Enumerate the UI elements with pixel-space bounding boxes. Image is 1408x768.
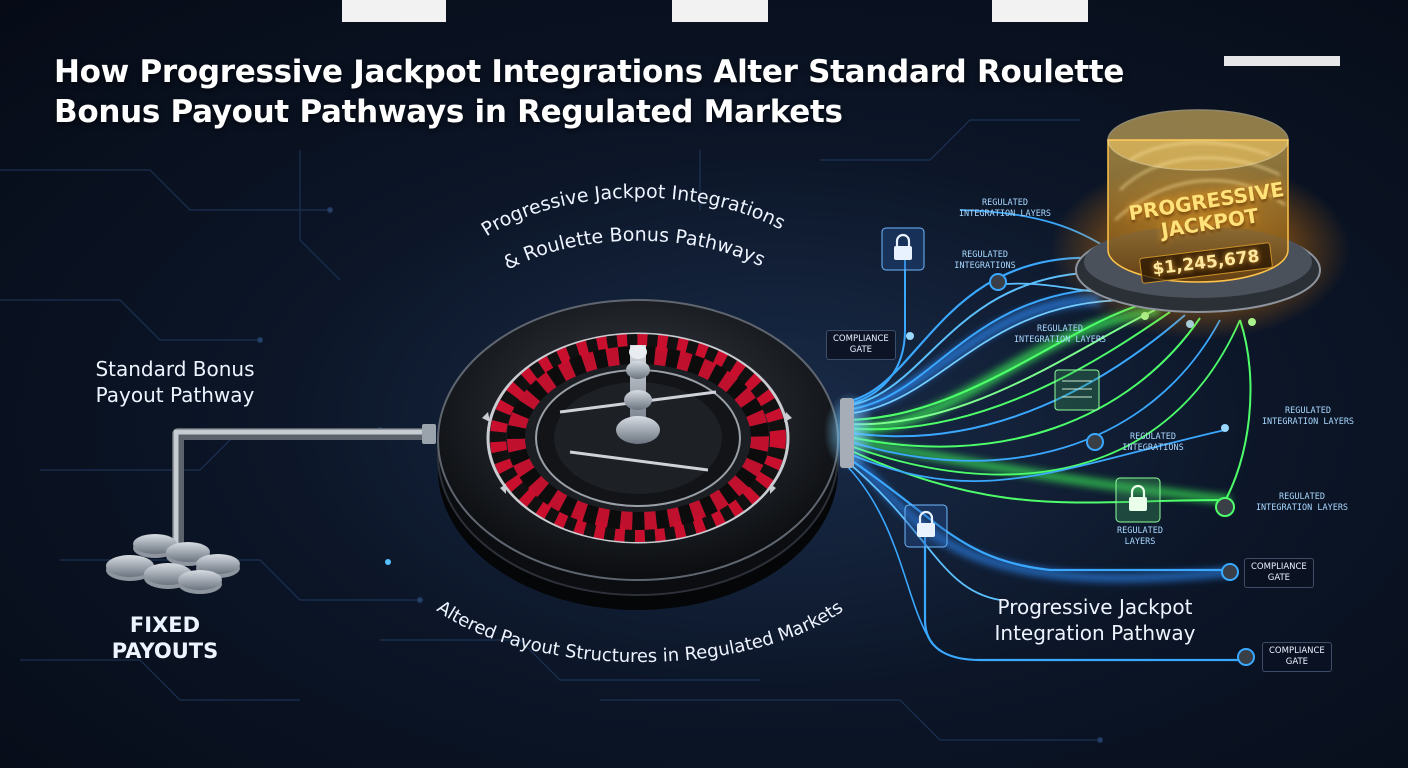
coin-icon <box>106 534 240 594</box>
glow-dot <box>385 559 391 565</box>
ceiling-lights <box>342 0 1340 66</box>
lock-icon <box>881 227 925 271</box>
data-panel-lines <box>1062 380 1092 398</box>
gate-line: COMPLIANCE <box>1269 646 1325 656</box>
gate-line: GATE <box>1285 657 1309 667</box>
label-line: REGULATED <box>1278 492 1326 502</box>
gate-line: GATE <box>1267 573 1291 583</box>
fixed-payouts-label: FIXED PAYOUTS <box>80 612 250 664</box>
label-line: INTEGRATION LAYERS <box>1013 335 1107 345</box>
standard-pathway-label: Standard Bonus Payout Pathway <box>60 356 290 408</box>
progressive-pathway-line-1: Progressive Jackpot <box>997 595 1193 619</box>
gate-line: COMPLIANCE <box>1251 562 1307 572</box>
standard-pathway-pipe <box>172 424 436 548</box>
compliance-gate-right-1: COMPLIANCE GATE <box>1244 558 1314 588</box>
lock-icon <box>1115 477 1161 523</box>
label-line: REGULATED <box>961 250 1009 260</box>
label-line: INTEGRATION LAYERS <box>958 209 1052 219</box>
page-title: How Progressive Jackpot Integrations Alt… <box>54 52 1204 132</box>
label-integration-layers-top: REGULATED INTEGRATION LAYERS <box>945 198 1065 220</box>
gate-line: GATE <box>849 345 873 355</box>
progressive-pathway-line-2: Integration Pathway <box>994 621 1196 645</box>
label-integration-layers-right-1: REGULATED INTEGRATION LAYERS <box>1248 406 1368 428</box>
label-integration-layers-right-2: REGULATED INTEGRATION LAYERS <box>1242 492 1362 514</box>
compliance-gate-left: COMPLIANCE GATE <box>826 330 896 360</box>
label-integration-layers-mid: REGULATED INTEGRATION LAYERS <box>995 324 1125 346</box>
label-integrations-mid: REGULATED INTEGRATIONS <box>1108 432 1198 454</box>
data-panel <box>1054 369 1100 411</box>
label-integrations-top: REGULATED INTEGRATIONS <box>935 250 1035 272</box>
label-line: REGULATED <box>1116 526 1164 536</box>
label-line: INTEGRATIONS <box>954 261 1016 271</box>
label-line: REGULATED <box>1284 406 1332 416</box>
fixed-payouts-line-1: FIXED <box>129 613 201 637</box>
label-layers-low: REGULATED LAYERS <box>1110 526 1170 548</box>
fixed-payouts-line-2: PAYOUTS <box>111 639 219 663</box>
gate-line: COMPLIANCE <box>833 334 889 344</box>
jackpot-title: PROGRESSIVE JACKPOT <box>1118 177 1298 242</box>
label-line: REGULATED <box>1129 432 1177 442</box>
roulette-wheel <box>437 299 839 610</box>
exit-connector <box>840 398 854 468</box>
standard-pathway-line-2: Payout Pathway <box>95 383 255 407</box>
standard-pathway-line-1: Standard Bonus <box>95 357 255 381</box>
page-title-line-2: Bonus Payout Pathways in Regulated Marke… <box>54 94 843 130</box>
page-title-line-1: How Progressive Jackpot Integrations Alt… <box>54 54 1125 90</box>
label-line: INTEGRATION LAYERS <box>1261 417 1355 427</box>
pathway-bundle <box>842 209 1252 662</box>
progressive-pathway-label: Progressive Jackpot Integration Pathway <box>960 594 1230 646</box>
label-line: REGULATED <box>1036 324 1084 334</box>
label-line: INTEGRATION LAYERS <box>1255 503 1349 513</box>
label-line: REGULATED <box>981 198 1029 208</box>
label-line: LAYERS <box>1124 537 1156 547</box>
compliance-gate-right-2: COMPLIANCE GATE <box>1262 642 1332 672</box>
arc-title-top-2: & Roulette Bonus Pathways <box>500 224 768 275</box>
label-line: INTEGRATIONS <box>1122 443 1184 453</box>
lock-icon <box>904 504 948 548</box>
